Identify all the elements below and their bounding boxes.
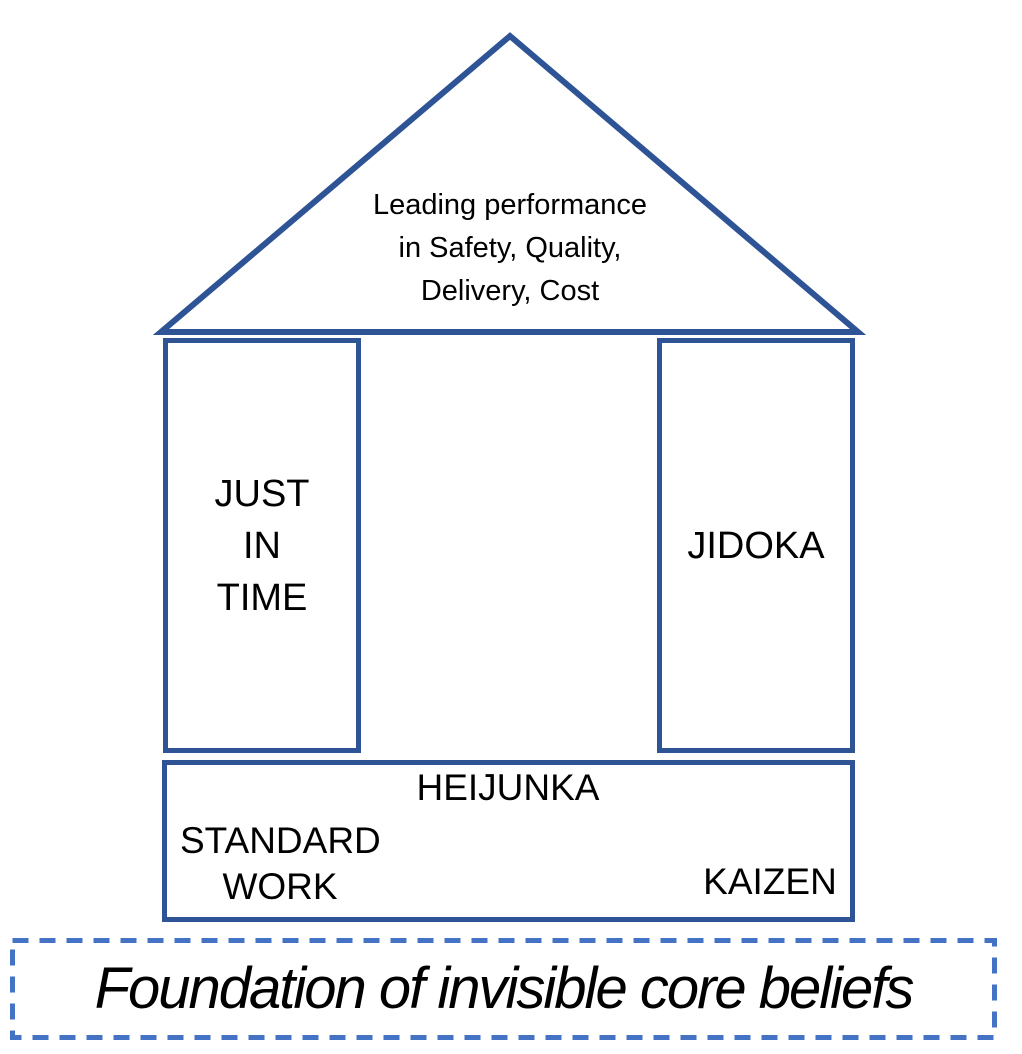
jidoka-pillar-outline	[657, 338, 855, 753]
roof-label: Leading performance in Safety, Quality, …	[310, 184, 710, 313]
roof-label-line-3: Delivery, Cost	[420, 275, 600, 307]
just-in-time-label-line-2: IN	[243, 524, 281, 567]
standard-work-label-line-1: STANDARD	[180, 820, 381, 861]
standard-work-label-line-2: WORK	[222, 866, 338, 907]
standard-work-label: STANDARD WORK	[180, 818, 381, 910]
foundation-label: Foundation of invisible core beliefs	[94, 956, 915, 1021]
roof-triangle-outline	[152, 32, 867, 335]
roof-label-line-2: in Safety, Quality,	[398, 232, 622, 264]
base-box-outline	[162, 760, 855, 922]
jidoka-label: JIDOKA	[658, 340, 854, 751]
just-in-time-label-line-3: TIME	[216, 576, 308, 619]
foundation-box-outline	[10, 938, 997, 1040]
kaizen-label: KAIZEN	[703, 861, 837, 902]
just-in-time-label: JUST IN TIME	[165, 340, 359, 751]
just-in-time-label-line-1: JUST	[214, 472, 310, 515]
roof-label-line-1: Leading performance	[372, 189, 648, 221]
jidoka-label-text: JIDOKA	[687, 524, 825, 567]
jit-pillar-outline	[163, 338, 361, 753]
heijunka-label: HEIJUNKA	[416, 767, 600, 808]
